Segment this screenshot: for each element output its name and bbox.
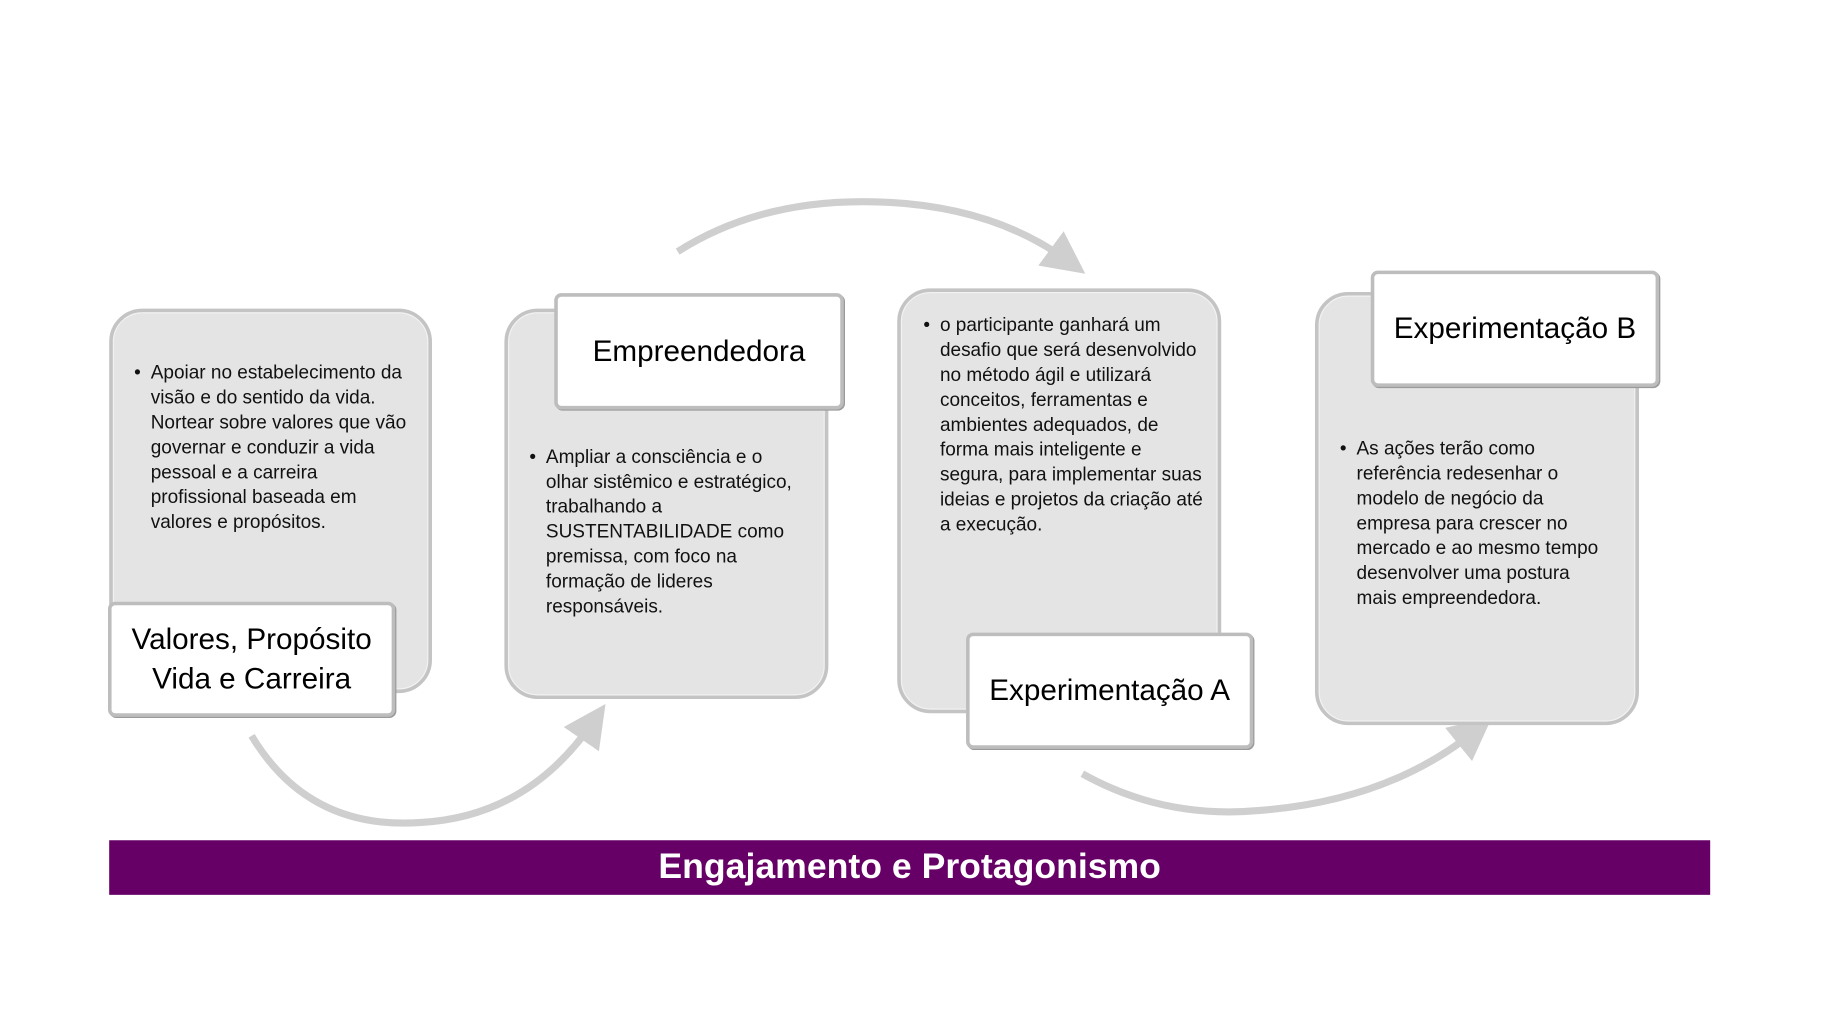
- arrow-curve-2: [675, 198, 1086, 274]
- stage-3-text: •o participante ganhará um desafio que s…: [923, 315, 1203, 536]
- arrow-curve-1: [248, 703, 606, 827]
- stage-2-title: Empreendedora: [554, 293, 844, 410]
- arrow-curve-3: [1080, 717, 1492, 816]
- stage-1-title: Valores, Propósito Vida e Carreira: [107, 601, 396, 717]
- stage-1-text: •Apoiar no estabelecimento da visão e do…: [134, 363, 407, 533]
- banner: Engajamento e Protagonismo: [109, 840, 1711, 895]
- stage-4-title: Experimentação B: [1370, 270, 1660, 387]
- stage-3-title: Experimentação A: [966, 632, 1254, 749]
- stage-2-text: •Ampliar a consciência e o olhar sistêmi…: [529, 447, 792, 618]
- stage-4-text: •As ações terão como referência redesenh…: [1339, 439, 1599, 609]
